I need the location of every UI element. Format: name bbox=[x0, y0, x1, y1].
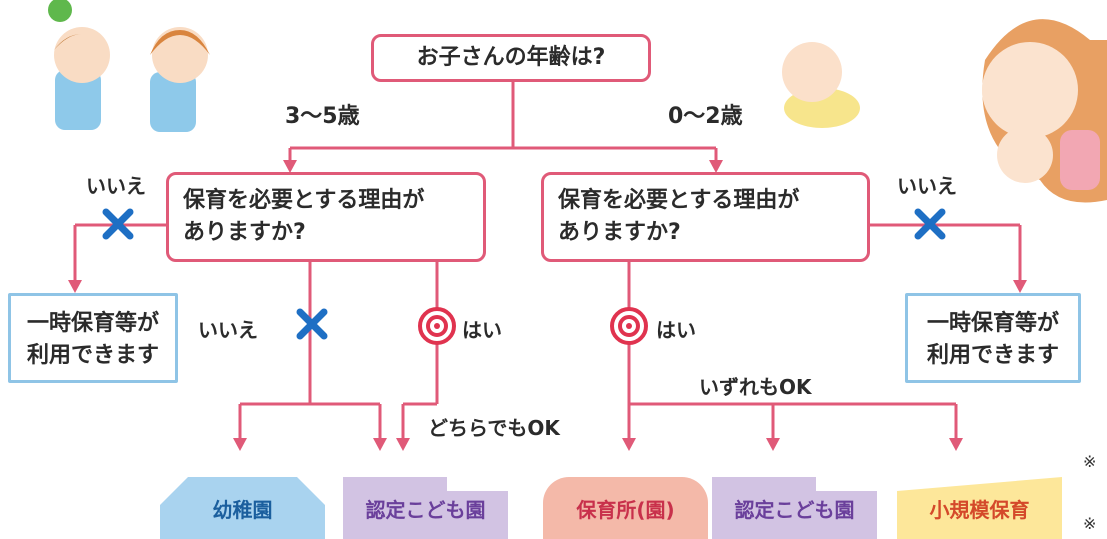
age-question: お子さんの年齢は? bbox=[416, 45, 606, 70]
yes-label-right: はい bbox=[656, 318, 696, 342]
age-label-3to5: 3〜5歳 bbox=[285, 104, 360, 129]
target-icon bbox=[418, 307, 648, 345]
no-label-middle: いいえ bbox=[198, 318, 258, 342]
age-question-box: お子さんの年齢は? bbox=[371, 34, 651, 82]
yes-label-left: はい bbox=[462, 318, 502, 342]
baby-illustration bbox=[782, 42, 860, 128]
age-label-0to2: 0〜2歳 bbox=[668, 104, 743, 129]
either-ok-label: どちらでもOK bbox=[428, 416, 560, 440]
children-illustration bbox=[48, 0, 210, 132]
temp-care-box-left: 一時保育等が 利用できます bbox=[8, 293, 178, 383]
note-mark-1: ※ bbox=[1083, 452, 1097, 471]
nursery-box: 保育所(園) bbox=[543, 477, 708, 539]
left-reason-question: 保育を必要とする理由が ありますか? bbox=[166, 172, 486, 262]
all-ok-label: いずれもOK bbox=[699, 375, 812, 399]
no-label-left: いいえ bbox=[86, 174, 146, 198]
temp-care-box-right: 一時保育等が 利用できます bbox=[905, 293, 1081, 383]
mother-illustration bbox=[982, 19, 1107, 203]
kindergarten-box: 幼稚園 bbox=[160, 477, 325, 539]
right-reason-question: 保育を必要とする理由が ありますか? bbox=[541, 172, 870, 262]
cross-icon bbox=[102, 208, 946, 340]
note-mark-2: ※ bbox=[1083, 514, 1097, 533]
no-label-right: いいえ bbox=[897, 174, 957, 198]
